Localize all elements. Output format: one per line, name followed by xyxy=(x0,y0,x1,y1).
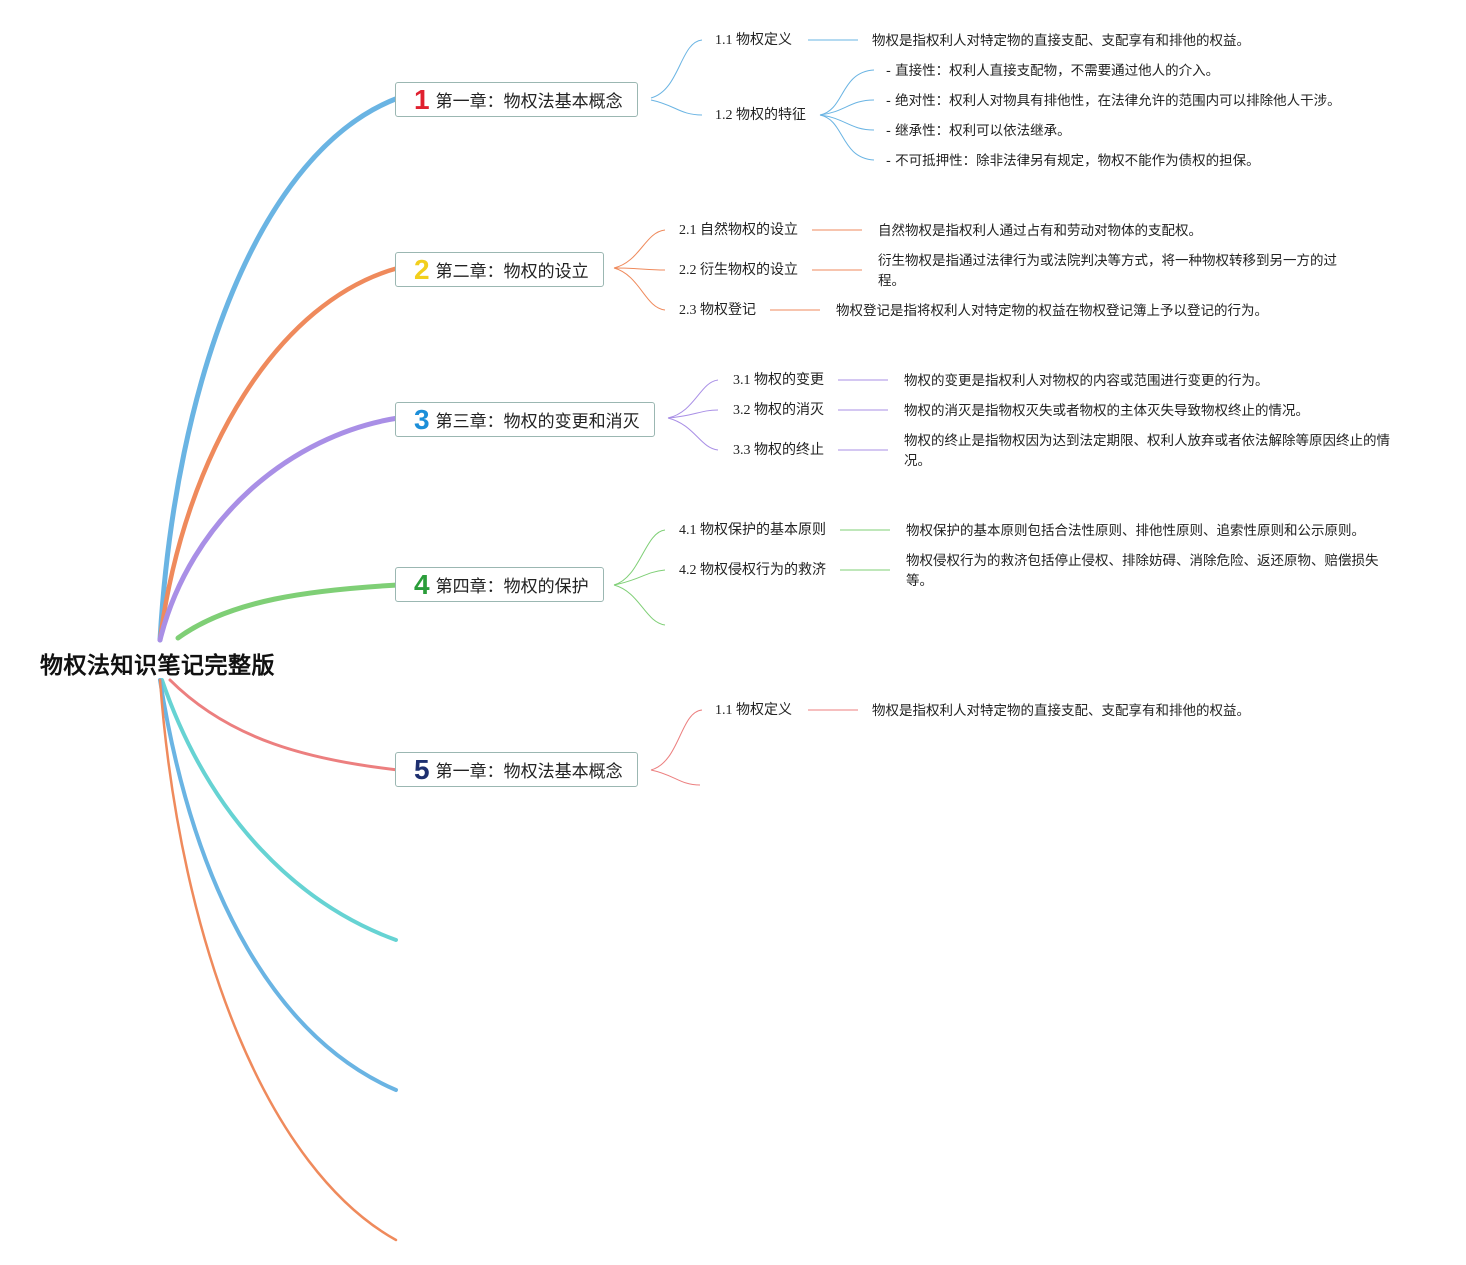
topic-1-2-detail-1[interactable]: - 直接性：权利人直接支配物，不需要通过他人的介入。 xyxy=(886,63,1220,79)
chapter-1-title: 第一章：物权法基本概念 xyxy=(435,92,623,112)
chapter-3-node[interactable]: 3 第三章：物权的变更和消灭 xyxy=(395,402,655,437)
topic-2-1-detail[interactable]: 自然物权是指权利人通过占有和劳动对物体的支配权。 xyxy=(878,223,1202,239)
topic-4-2-detail[interactable]: 物权侵权行为的救济包括停止侵权、排除妨碍、消除危险、返还原物、赔偿损失等。 xyxy=(906,553,1379,589)
topic-1-1-detail[interactable]: 物权是指权利人对特定物的直接支配、支配享有和排他的权益。 xyxy=(872,33,1250,49)
chapter-1-node[interactable]: 1 第一章：物权法基本概念 xyxy=(395,82,638,117)
topic-3-1-detail[interactable]: 物权的变更是指权利人对物权的内容或范围进行变更的行为。 xyxy=(904,373,1269,389)
topic-1-2-detail-4[interactable]: - 不可抵押性：除非法律另有规定，物权不能作为债权的担保。 xyxy=(886,153,1260,169)
chapter-4-title: 第四章：物权的保护 xyxy=(435,577,589,597)
chapter-2-title: 第二章：物权的设立 xyxy=(435,262,589,282)
topic-1-2-detail-3[interactable]: - 继承性：权利可以依法继承。 xyxy=(886,123,1071,139)
chapter-3-number: 3 xyxy=(414,403,430,435)
root-title[interactable]: 物权法知识笔记完整版 xyxy=(40,653,275,679)
topic-3-3[interactable]: 3.3 物权的终止 xyxy=(733,443,824,458)
branch-2 xyxy=(157,265,401,643)
topic-4-2[interactable]: 4.2 物权侵权行为的救济 xyxy=(679,563,826,578)
topic-2-3[interactable]: 2.3 物权登记 xyxy=(679,303,756,318)
topic-1-1[interactable]: 1.1 物权定义 xyxy=(715,33,792,48)
branch-7 xyxy=(158,678,398,1092)
topic-2-2[interactable]: 2.2 衍生物权的设立 xyxy=(679,263,798,278)
chapter-5-node[interactable]: 5 第一章：物权法基本概念 xyxy=(395,752,638,787)
topic-3-3-detail[interactable]: 物权的终止是指物权因为达到法定期限、权利人放弃或者依法解除等原因终止的情况。 xyxy=(904,433,1390,469)
chapter-4-node[interactable]: 4 第四章：物权的保护 xyxy=(395,567,604,602)
branch-8 xyxy=(158,678,398,1242)
chapter-1-number: 1 xyxy=(414,83,430,115)
topic-3-1[interactable]: 3.1 物权的变更 xyxy=(733,373,824,388)
chapter-5-number: 5 xyxy=(414,753,430,785)
topic-2-2-detail[interactable]: 衍生物权是指通过法律行为或法院判决等方式，将一种物权转移到另一方的过程。 xyxy=(878,253,1337,289)
topic-2-3-detail[interactable]: 物权登记是指将权利人对特定物的权益在物权登记簿上予以登记的行为。 xyxy=(836,303,1268,319)
branch-1 xyxy=(157,95,401,643)
branch-3 xyxy=(157,415,401,643)
chapter-5-title: 第一章：物权法基本概念 xyxy=(435,762,623,782)
branch-5 xyxy=(168,678,400,772)
topic-5-1[interactable]: 1.1 物权定义 xyxy=(715,703,792,718)
topic-4-1[interactable]: 4.1 物权保护的基本原则 xyxy=(679,523,826,538)
topic-3-2[interactable]: 3.2 物权的消灭 xyxy=(733,403,824,418)
topic-3-2-detail[interactable]: 物权的消灭是指物权灭失或者物权的主体灭失导致物权终止的情况。 xyxy=(904,403,1309,419)
chapter-3-title: 第三章：物权的变更和消灭 xyxy=(435,412,640,432)
branch-4 xyxy=(175,582,401,641)
topic-4-1-detail[interactable]: 物权保护的基本原则包括合法性原则、排他性原则、追索性原则和公示原则。 xyxy=(906,523,1365,539)
topic-1-2[interactable]: 1.2 物权的特征 xyxy=(715,108,806,123)
branch-6 xyxy=(160,678,398,942)
chapter-2-number: 2 xyxy=(414,253,430,285)
chapter-2-node[interactable]: 2 第二章：物权的设立 xyxy=(395,252,604,287)
topic-1-2-detail-2[interactable]: - 绝对性：权利人对物具有排他性，在法律允许的范围内可以排除他人干涉。 xyxy=(886,93,1341,109)
chapter-4-number: 4 xyxy=(414,568,430,600)
topic-2-1[interactable]: 2.1 自然物权的设立 xyxy=(679,223,798,238)
topic-5-1-detail[interactable]: 物权是指权利人对特定物的直接支配、支配享有和排他的权益。 xyxy=(872,703,1250,719)
